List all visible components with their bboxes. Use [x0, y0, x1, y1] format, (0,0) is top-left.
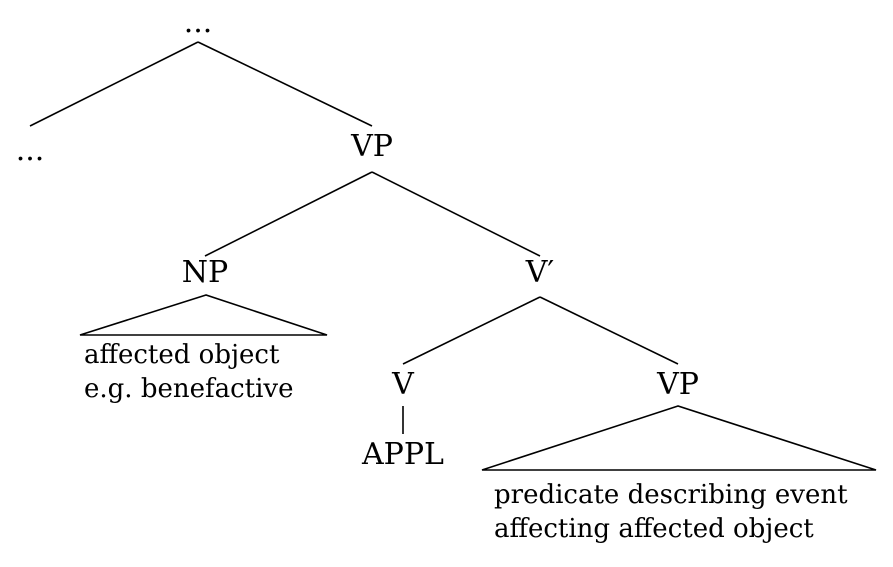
node-vp-lower: VP [657, 367, 699, 402]
vp-leaf-line1: predicate describing event [494, 480, 848, 510]
edge-vbar-vp [539, 296, 679, 365]
edge-root-vp [197, 41, 373, 127]
node-vp-top: VP [351, 129, 393, 164]
edge-vp-vbar [371, 171, 541, 257]
edge-root-left [29, 41, 199, 127]
vp-leaf-line2: affecting affected object [494, 514, 814, 544]
np-leaf-line2: e.g. benefactive [84, 374, 294, 404]
left-ellipsis: ... [15, 133, 45, 168]
np-leaf-line1: affected object [84, 340, 280, 370]
node-np: NP [181, 255, 229, 290]
edge-vp-np [204, 171, 373, 257]
root-ellipsis: ... [183, 5, 213, 40]
node-v: V [392, 367, 414, 402]
np-triangle [79, 294, 328, 336]
edge-vbar-v [402, 296, 541, 365]
vp-triangle [481, 405, 877, 471]
node-appl: APPL [362, 437, 444, 472]
node-v-bar: V′ [525, 255, 555, 290]
